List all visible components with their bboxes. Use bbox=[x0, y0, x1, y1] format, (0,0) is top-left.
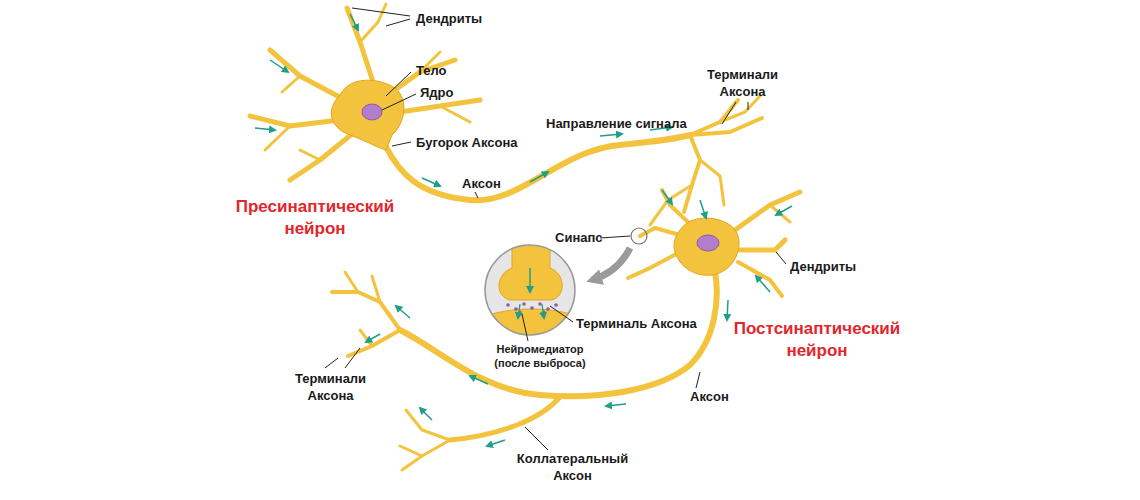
part-label: Аксон bbox=[462, 175, 501, 192]
synapse-inset bbox=[480, 240, 584, 340]
part-label: Нейромедиатор (после выброса) bbox=[478, 342, 602, 370]
presynaptic-neuron bbox=[250, 4, 762, 225]
part-label: Терминали Аксона bbox=[700, 66, 785, 100]
cell-body bbox=[674, 218, 739, 275]
part-label: Дендриты bbox=[416, 10, 482, 27]
postsynaptic-neuron bbox=[332, 190, 800, 470]
inset-border bbox=[485, 245, 575, 335]
neuron-title: Постсинаптический нейрон bbox=[732, 318, 902, 362]
part-label: Коллатеральный Аксон bbox=[510, 450, 635, 484]
part-label: Синапс bbox=[555, 229, 603, 246]
cell-body bbox=[331, 80, 404, 150]
part-label: Тело bbox=[416, 62, 447, 79]
synapse-marker bbox=[631, 228, 647, 244]
neuron-title: Пресинаптический нейрон bbox=[225, 196, 405, 240]
note-label: Направление сигнала bbox=[546, 115, 687, 132]
leader-lines bbox=[325, 8, 786, 450]
part-label: Терминали Аксона bbox=[288, 370, 373, 404]
nucleus bbox=[697, 235, 719, 251]
part-label: Аксон bbox=[690, 388, 729, 405]
part-label: Ядро bbox=[420, 84, 453, 101]
part-label: Бугорок Аксона bbox=[416, 134, 518, 151]
part-label: Дендриты bbox=[790, 258, 856, 275]
zoom-arrow bbox=[592, 248, 630, 280]
nucleus bbox=[362, 104, 382, 120]
part-label: Терминаль Аксона bbox=[576, 315, 697, 332]
